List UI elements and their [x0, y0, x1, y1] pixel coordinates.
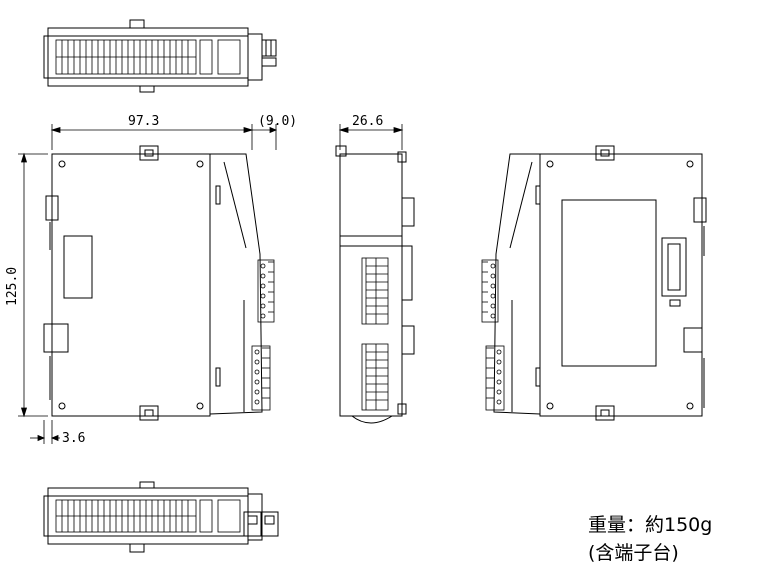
bottom-view	[43, 481, 279, 553]
side-view	[335, 145, 415, 424]
front-view	[43, 145, 275, 421]
weight-note: 重量：約150g	[588, 514, 713, 536]
terminal-included-note: (含端子台)	[588, 542, 679, 564]
dim-height-label: 125.0	[5, 267, 20, 306]
top-view	[43, 19, 277, 93]
dim-offset-label: 3.6	[62, 431, 85, 446]
dim-width-label: 97.3	[128, 114, 159, 129]
dim-protrusion-label: (9.0)	[258, 114, 297, 129]
dimension-lines	[18, 124, 404, 444]
dim-depth-label: 26.6	[352, 114, 383, 129]
back-view	[481, 145, 707, 421]
